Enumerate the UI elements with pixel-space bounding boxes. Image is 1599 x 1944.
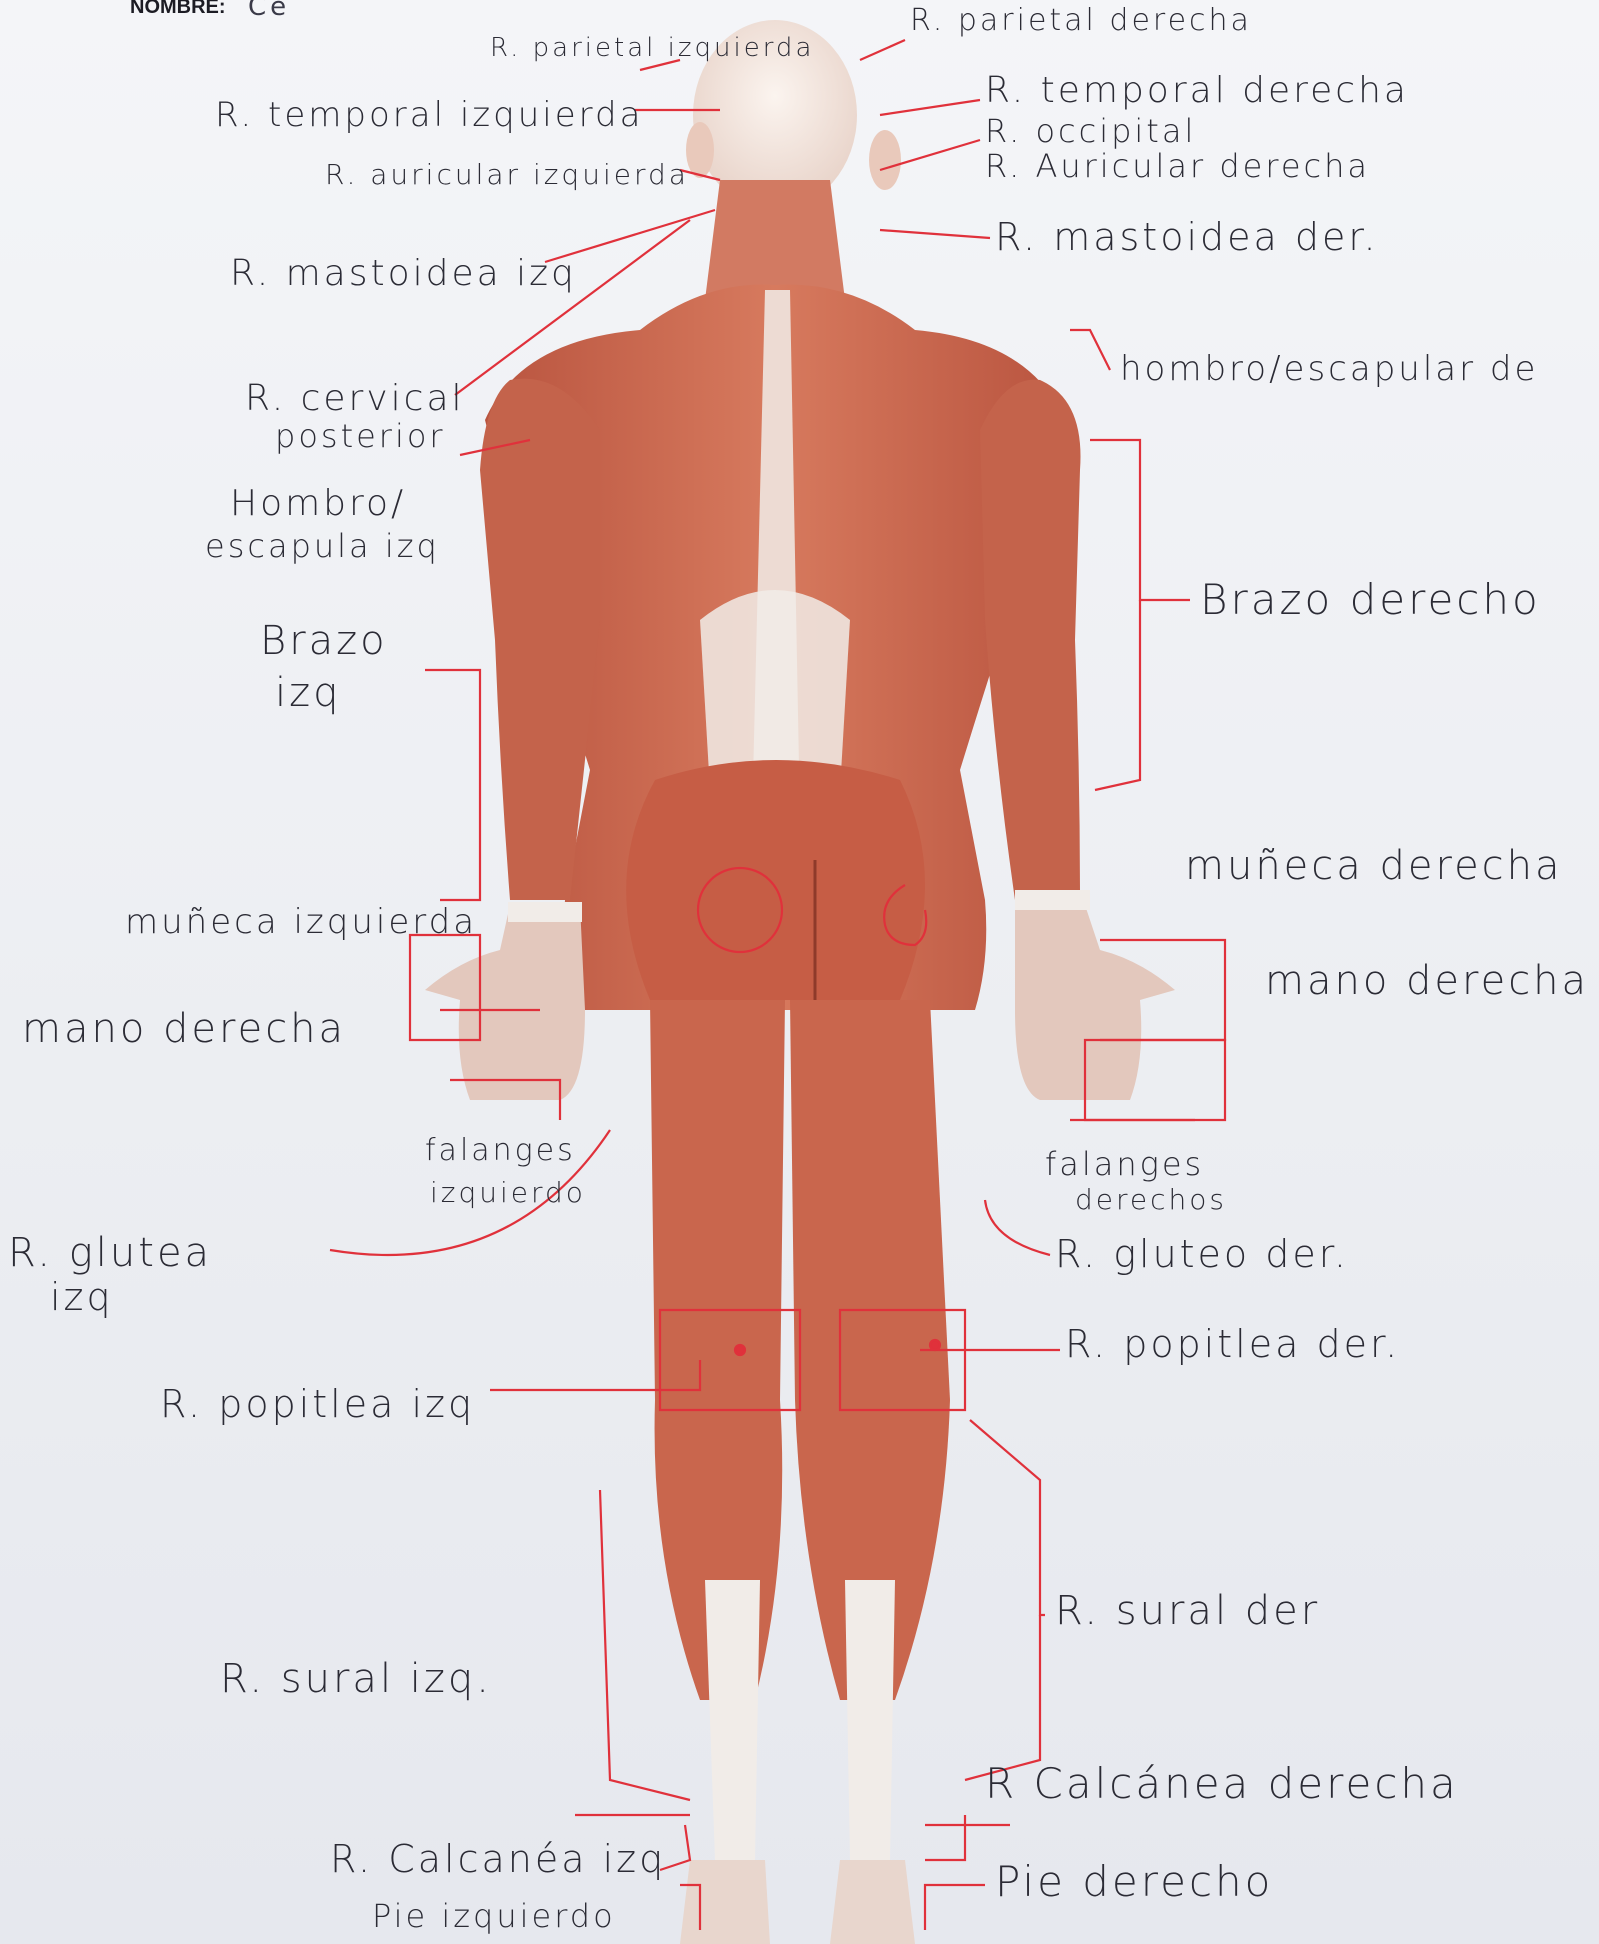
gluteal-region [626, 760, 925, 1000]
lower-leg-left-tendon [705, 1580, 760, 1860]
label-popliteal-left: R. popitlea izq [160, 1385, 475, 1425]
label-hand-right: mano derecha [1265, 960, 1589, 1002]
wrist-band-right [1015, 890, 1090, 910]
label-shoulder-left-line2: escapula izq [205, 530, 440, 564]
label-occipital: R. occipital [985, 115, 1196, 149]
label-wrist-right: muñeca derecha [1185, 845, 1563, 887]
label-foot-left: Pie izquierdo [372, 1900, 616, 1934]
lower-leg-right-tendon [845, 1580, 895, 1860]
label-auricular-left: R. auricular izquierda [325, 160, 689, 189]
neck [705, 180, 845, 300]
label-gluteal-right: R. gluteo der. [1055, 1235, 1349, 1275]
label-cervical-line2: posterior [275, 420, 446, 454]
label-sural-right: R. sural der [1055, 1590, 1320, 1632]
label-arm-left-line2: izq [275, 672, 342, 714]
ear-right [869, 130, 901, 190]
label-foot-right: Pie derecho [995, 1860, 1273, 1904]
body-figure [425, 20, 1175, 1944]
label-parietal-right: R. parietal derecha [910, 5, 1252, 37]
label-sural-left: R. sural izq. [220, 1658, 492, 1700]
label-temporal-left: R. temporal izquierda [215, 98, 643, 134]
hand-right [1015, 905, 1175, 1100]
label-mastoid-left: R. mastoidea izq [230, 255, 577, 293]
label-temporal-right: R. temporal derecha [985, 72, 1409, 110]
label-parietal-left: R. parietal izquierda [490, 35, 814, 62]
label-wrist-left: muñeca izquierda [125, 905, 477, 941]
label-calcaneal-right: R Calcánea derecha [985, 1762, 1459, 1806]
label-gluteal-left-line1: R. glutea [8, 1232, 212, 1274]
arm-right [980, 380, 1081, 900]
label-shoulder-left-line1: Hombro/ [230, 485, 406, 523]
label-cervical-line1: R. cervical [245, 380, 465, 418]
foot-right [830, 1860, 915, 1944]
label-shoulder-right: hombro/escapular de [1120, 352, 1538, 388]
label-phalanges-right-line2: derechos [1075, 1185, 1227, 1214]
label-gluteal-left-line2: izq [50, 1278, 114, 1318]
label-hand-left: mano derecha [22, 1008, 346, 1050]
label-mastoid-right: R. mastoidea der. [995, 218, 1379, 258]
label-phalanges-left-line1: falanges [425, 1135, 576, 1167]
label-arm-left-line1: Brazo [260, 620, 388, 662]
label-auricular-right: R. Auricular derecha [985, 150, 1370, 184]
label-phalanges-left-line2: izquierdo [430, 1178, 586, 1207]
label-calcaneal-left: R. Calcanéa izq [330, 1840, 666, 1880]
foot-left [680, 1860, 770, 1944]
label-arm-right: Brazo derecho [1200, 578, 1541, 622]
name-field-value: Ce [248, 0, 290, 22]
ear-left [686, 122, 714, 178]
name-field-label: NOMBRE: [130, 0, 226, 19]
label-popliteal-right: R. popitlea der. [1065, 1325, 1400, 1365]
wrist-band-left [508, 902, 582, 922]
label-phalanges-right-line1: falanges [1045, 1148, 1204, 1182]
